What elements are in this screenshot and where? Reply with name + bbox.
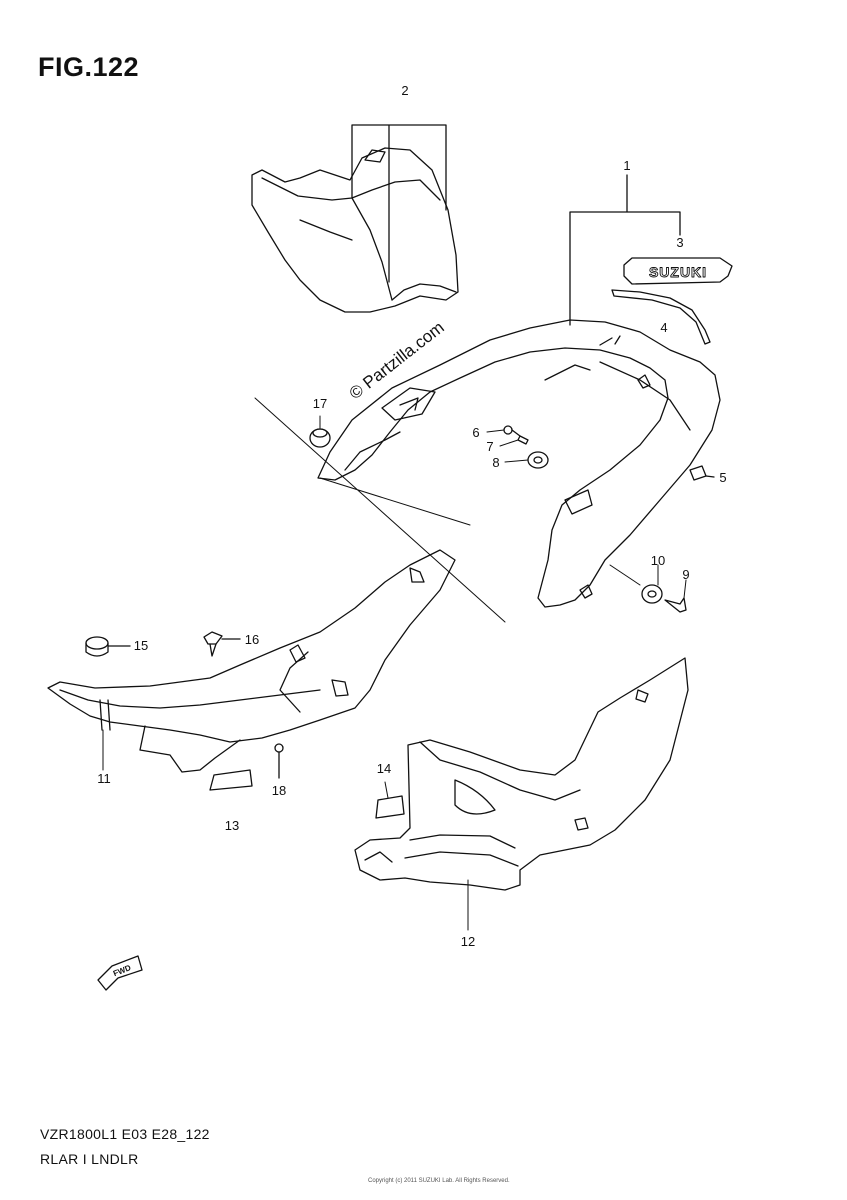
callout-11: 11 (97, 771, 111, 786)
callout-9: 9 (682, 567, 689, 582)
callout-18: 18 (272, 783, 286, 798)
callout-5: 5 (719, 470, 726, 485)
callout-16: 16 (245, 632, 259, 647)
part-13-pad (209, 769, 253, 791)
copyright-note: Copyright (c) 2011 SUZUKI Lab. All Right… (368, 1178, 510, 1184)
part-12-undercover (354, 657, 689, 891)
leader-lines (102, 415, 687, 931)
part-14-pad (375, 795, 405, 819)
callout-6: 6 (472, 425, 479, 440)
part-15-grommet (85, 636, 131, 657)
callout-4: 4 (660, 320, 667, 335)
callout-1: 1 (623, 158, 630, 173)
part-11-rear-fender (47, 549, 456, 773)
part-4-trim (611, 289, 711, 345)
figure-title: FIG.122 (38, 52, 140, 82)
part-16-rivet (203, 631, 241, 657)
leader-1 (569, 174, 681, 326)
part-3-emblem: SUZUKI (623, 257, 733, 285)
callout-17: 17 (313, 396, 327, 411)
part-1-rear-cowl (317, 319, 721, 608)
callout-12: 12 (461, 934, 475, 949)
callout-13: 13 (225, 818, 239, 833)
callout-3: 3 (676, 235, 683, 250)
figure-code: VZR1800L1 E03 E28_122 (40, 1126, 210, 1142)
callout-2: 2 (401, 83, 408, 98)
emblem-text: SUZUKI (649, 264, 707, 280)
guide-lines (254, 397, 506, 623)
callout-8: 8 (492, 455, 499, 470)
figure-name: RLAR I LNDLR (40, 1151, 139, 1167)
part-17-cushion (309, 428, 331, 448)
fwd-arrow-icon: FWD (97, 955, 143, 991)
part-18-screw (274, 743, 284, 779)
callout-labels: 2 1 3 4 5 6 7 8 9 10 17 15 16 11 18 13 1… (97, 83, 726, 949)
callout-15: 15 (134, 638, 148, 653)
leader-2 (351, 124, 447, 283)
part-5-nut (689, 465, 707, 481)
fastener-9-10 (641, 584, 687, 613)
part-2-fender (251, 147, 459, 313)
callout-14: 14 (377, 761, 391, 776)
callout-7: 7 (486, 439, 493, 454)
callout-10: 10 (651, 553, 665, 568)
